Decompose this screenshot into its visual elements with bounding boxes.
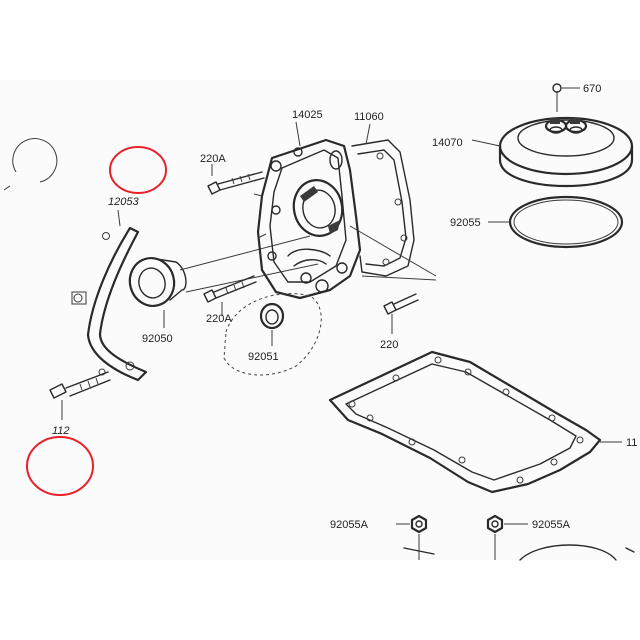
gasket-12053 bbox=[71, 226, 148, 382]
label-92055a-left: 92055A bbox=[330, 519, 369, 531]
gasket-11060 bbox=[349, 139, 437, 281]
oil-seal-92050 bbox=[128, 257, 187, 328]
diagram-sheet bbox=[0, 80, 640, 560]
label-92051: 92051 bbox=[248, 351, 279, 363]
oring-92055-inner bbox=[513, 199, 619, 245]
leader-12053 bbox=[117, 209, 121, 227]
label-11060: 11060 bbox=[354, 111, 384, 123]
label-112: 112 bbox=[52, 425, 70, 437]
label-220: 220 bbox=[380, 339, 398, 351]
leader-14025 bbox=[295, 121, 301, 147]
label-92050: 92050 bbox=[142, 333, 173, 345]
leader-11060 bbox=[365, 123, 371, 145]
nut-92055a-left bbox=[396, 514, 428, 560]
label-11-cut: 11 bbox=[626, 437, 637, 449]
stray-mark bbox=[3, 185, 11, 191]
label-14070: 14070 bbox=[432, 137, 463, 149]
label-92055-right: 92055 bbox=[450, 217, 481, 229]
lower-part-edge bbox=[403, 544, 617, 561]
label-14025: 14025 bbox=[292, 109, 323, 121]
label-12053: 12053 bbox=[108, 196, 139, 208]
oil-pan-gasket bbox=[328, 350, 602, 494]
highlight-circle-12053 bbox=[109, 146, 167, 194]
partial-circle-outline bbox=[12, 138, 58, 183]
leader-14070 bbox=[471, 139, 501, 147]
bolt-220a-mid bbox=[203, 275, 257, 316]
bolt-112 bbox=[49, 371, 111, 420]
crankcase-cover-14025 bbox=[253, 138, 362, 300]
label-220a-top: 220A bbox=[200, 153, 226, 165]
label-670: 670 bbox=[583, 83, 601, 95]
highlight-circle-112 bbox=[26, 436, 94, 496]
bolt-220 bbox=[383, 293, 419, 334]
bolt-220a-top bbox=[207, 164, 265, 195]
seal-92051 bbox=[223, 293, 322, 376]
label-92055a-right: 92055A bbox=[532, 519, 571, 531]
projection-lines bbox=[179, 235, 319, 293]
nut-92055a-right bbox=[486, 514, 528, 560]
lower-right-edge bbox=[625, 547, 635, 553]
label-220a-mid: 220A bbox=[206, 313, 232, 325]
